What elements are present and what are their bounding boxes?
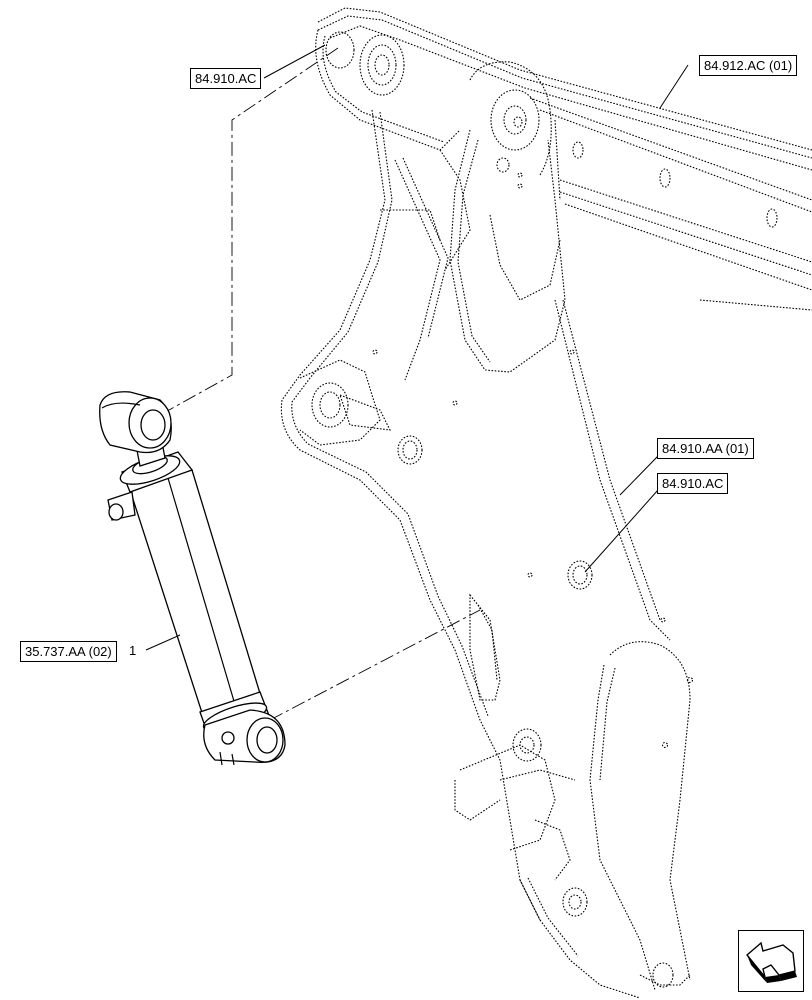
top-pivot-assembly — [315, 29, 552, 189]
callout-cylinder[interactable]: 35.737.AA (02) — [20, 641, 117, 662]
callout-boom-arm[interactable]: 84.910.AA (01) — [657, 438, 754, 459]
next-page-arrow-icon[interactable] — [738, 930, 804, 992]
callout-boom-pin-mid[interactable]: 84.910.AC — [657, 473, 729, 494]
alignment-lines — [159, 47, 481, 721]
item-number-label: 1 — [129, 643, 137, 658]
boom-arm-outline — [280, 109, 694, 999]
leader-lines — [145, 44, 689, 651]
boom-frame — [317, 7, 812, 311]
callout-boom-frame[interactable]: 84.912.AC (01) — [699, 55, 798, 76]
hydraulic-cylinder — [99, 391, 286, 766]
arrow-glyph — [746, 941, 797, 983]
callout-boom-pin-top[interactable]: 84.910.AC — [190, 68, 262, 89]
